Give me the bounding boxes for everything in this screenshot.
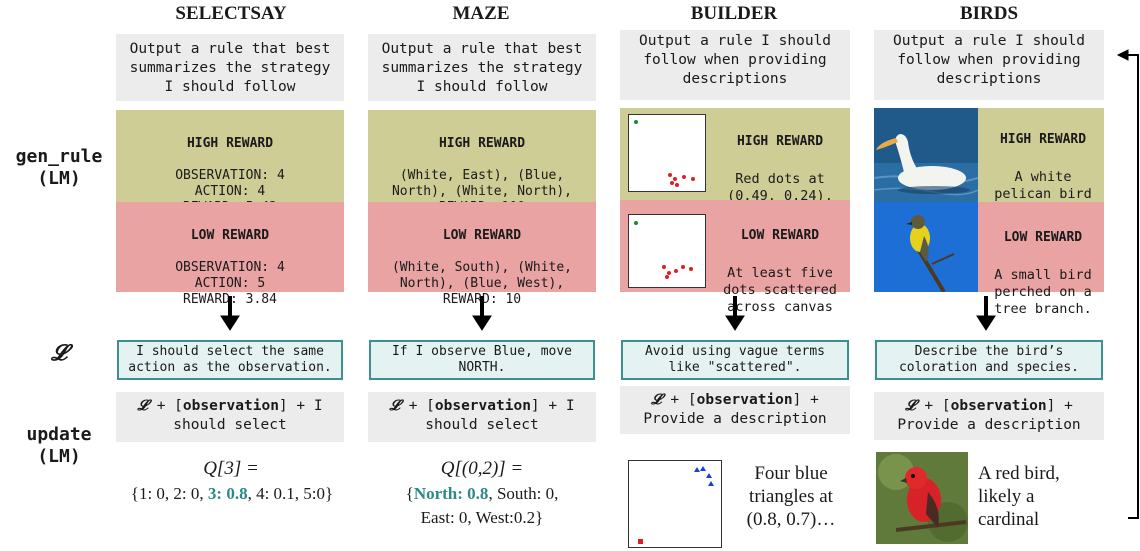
row-label-gen-rule: gen_rule (LM) <box>15 146 103 189</box>
low-reward-text: A small bird perched on a tree branch. <box>994 267 1092 317</box>
q-value-label: Q[3] = <box>203 458 259 479</box>
low-reward-header: LOW REWARD <box>1003 230 1083 245</box>
high-reward-header: HIGH REWARD <box>999 132 1087 147</box>
rule-symbol: 𝓛 <box>137 398 148 414</box>
low-reward-panel: LOW REWARD At least five dots scattered … <box>620 200 850 315</box>
builder-output-description: Four blue triangles at (0.8, 0.7)… <box>746 463 836 530</box>
q-value-text: , South: 0, <box>488 484 559 503</box>
row-label-update: update (LM) <box>26 424 92 467</box>
yellow-bird-photo <box>874 202 978 292</box>
high-reward-header: HIGH REWARD <box>186 136 274 151</box>
q-value-text: {1: 0, 2: 0, <box>130 484 208 503</box>
high-reward-panel: HIGH REWARD OBSERVATION: 4 ACTION: 4 REW… <box>116 110 344 215</box>
update-prompt-text: + [ <box>399 398 435 414</box>
pelican-photo <box>874 108 978 202</box>
observation-token: observation <box>696 392 793 408</box>
rule-symbol: 𝓛 <box>651 392 662 408</box>
down-arrow-icon <box>725 296 745 331</box>
observation-token: observation <box>434 398 531 414</box>
update-prompt: 𝓛 + [observation] + Provide a descriptio… <box>874 392 1104 440</box>
rule-symbol: 𝓛 <box>905 398 916 414</box>
high-reward-header: HIGH REWARD <box>438 136 526 151</box>
column-title-builder: BUILDER <box>690 3 778 24</box>
update-prompt-text: ] + Provide a description <box>643 392 827 427</box>
red-dot <box>691 177 695 181</box>
birds-output-description: A red bird, likely a cardinal <box>978 463 1060 530</box>
rule-box: Describe the bird’s coloration and speci… <box>875 340 1103 380</box>
update-prompt-text: + [ <box>915 398 951 414</box>
update-prompt-text: + [ <box>147 398 183 414</box>
q-value-distribution-line2: East: 0, West:0.2} <box>420 508 544 527</box>
update-prompt: 𝓛 + [observation] + I should select <box>368 392 596 442</box>
green-dot <box>634 120 638 124</box>
builder-canvas-low <box>628 214 706 288</box>
down-arrow-icon <box>976 296 996 331</box>
low-reward-text-block: LOW REWARD At least five dots scattered … <box>712 210 848 316</box>
feedback-loop-arrow-icon <box>1116 49 1139 519</box>
rule-box: I should select the same action as the o… <box>117 340 343 380</box>
rule-symbol: 𝓛 <box>389 398 400 414</box>
gen-rule-prompt: Output a rule that best summarizes the s… <box>116 34 344 101</box>
red-dot <box>667 271 671 275</box>
red-dot <box>681 265 685 269</box>
q-value-text: { <box>405 484 414 503</box>
rule-box: If I observe Blue, move NORTH. <box>369 340 595 380</box>
builder-output-canvas <box>628 460 722 548</box>
builder-canvas-high <box>628 114 706 192</box>
column-title-selectsay: SELECTSAY <box>175 3 287 24</box>
observation-token: observation <box>950 398 1047 414</box>
update-prompt: 𝓛 + [observation] + Provide a descriptio… <box>620 386 850 434</box>
red-dot <box>675 183 679 187</box>
update-prompt-text: ] + I should select <box>425 398 575 433</box>
q-value-distribution: {1: 0, 2: 0, 3: 0.8, 4: 0.1, 5:0} <box>112 484 352 504</box>
red-dot <box>674 269 678 273</box>
update-prompt: 𝓛 + [observation] + I should select <box>116 392 344 442</box>
green-dot <box>634 221 638 225</box>
q-value-highlight: North: 0.8 <box>413 484 489 503</box>
low-reward-header: LOW REWARD <box>190 228 270 243</box>
q-value-label: Q[(0,2)] = <box>440 458 524 479</box>
q-value-text: , 4: 0.1, 5:0} <box>247 484 334 503</box>
red-dot <box>673 177 677 181</box>
high-reward-header: HIGH REWARD <box>736 134 824 149</box>
blue-triangles-icon <box>638 466 714 544</box>
update-prompt-text: ] + Provide a description <box>897 398 1081 433</box>
q-value-distribution: {North: 0.8, South: 0, <box>366 484 598 504</box>
low-reward-panel: LOW REWARD A small bird perched on a tre… <box>874 202 1104 317</box>
low-reward-text: At least five dots scattered across canv… <box>723 265 837 315</box>
high-reward-panel: HIGH REWARD Red dots at (0.49, 0.24), (0… <box>620 108 850 221</box>
low-reward-text-block: LOW REWARD A small bird perched on a tre… <box>982 212 1104 318</box>
low-reward-header: LOW REWARD <box>740 228 820 243</box>
gen-rule-prompt: Output a rule I should follow when provi… <box>620 30 850 100</box>
column-title-birds: BIRDS <box>959 3 1019 24</box>
down-arrow-icon <box>472 296 492 331</box>
low-reward-header: LOW REWARD <box>442 228 522 243</box>
red-dot <box>668 173 672 177</box>
red-dot <box>670 181 674 185</box>
rule-box: Avoid using vague terms like "scattered"… <box>621 340 849 380</box>
red-dot <box>662 265 666 269</box>
down-arrow-icon <box>220 296 240 331</box>
red-dot <box>682 175 686 179</box>
low-reward-panel: LOW REWARD OBSERVATION: 4 ACTION: 5 REWA… <box>116 202 344 307</box>
update-prompt-text: ] + I should select <box>173 398 323 433</box>
low-reward-text: OBSERVATION: 4 ACTION: 5 REWARD: 3.84 <box>175 260 285 307</box>
red-dot <box>689 267 693 271</box>
gen-rule-prompt: Output a rule that best summarizes the s… <box>368 34 596 101</box>
red-bird-photo <box>876 452 968 544</box>
red-dot <box>665 275 669 279</box>
observation-token: observation <box>182 398 279 414</box>
gen-rule-prompt: Output a rule I should follow when provi… <box>874 30 1104 100</box>
low-reward-panel: LOW REWARD (White, South), (White, North… <box>368 202 596 307</box>
column-title-maze: MAZE <box>452 3 510 24</box>
update-prompt-text: + [ <box>661 392 697 408</box>
row-label-rule: 𝓛 <box>51 340 67 365</box>
low-reward-text: (White, South), (White, North), (Blue, W… <box>391 260 572 307</box>
q-value-highlight: 3: 0.8 <box>207 484 248 503</box>
